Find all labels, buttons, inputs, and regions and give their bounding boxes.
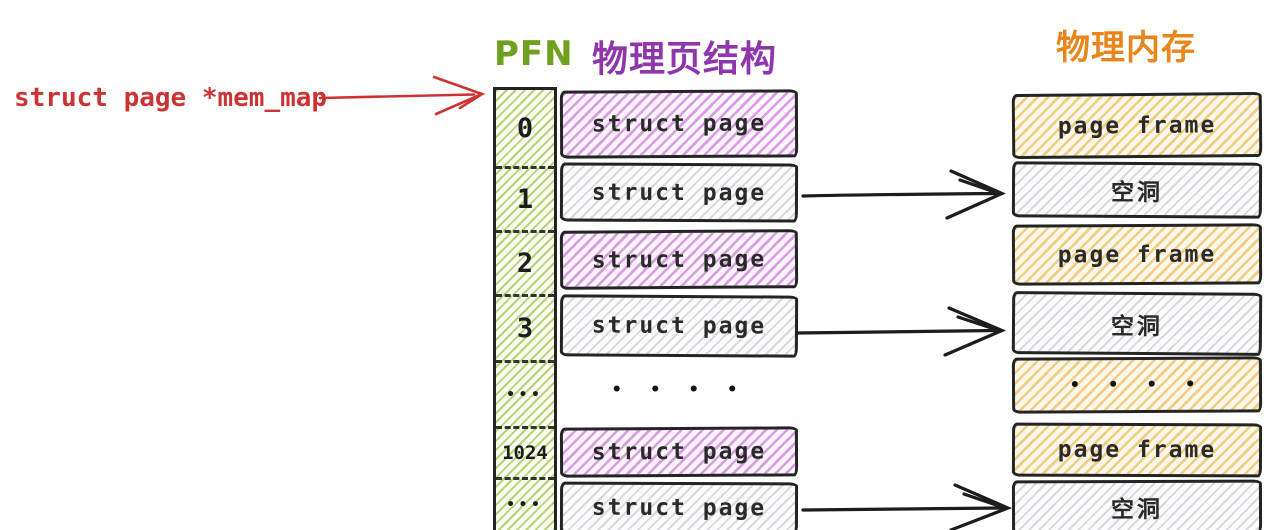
struct-page-row-0: struct page <box>559 89 799 159</box>
page-frame-label: page frame <box>1057 436 1217 464</box>
pfn-value: 1 <box>516 184 534 215</box>
pfn-value: 2 <box>516 248 534 279</box>
pfn-cell-1024: 1024 <box>496 426 554 477</box>
pfn-value: 1024 <box>502 442 548 464</box>
arrow-pagelast-to-hole <box>801 483 1013 530</box>
pfn-cell-ellipsis: ••• <box>496 360 554 426</box>
hole-label: 空洞 <box>1110 313 1164 340</box>
page-frame-label: page frame <box>1057 241 1217 268</box>
phys-mem-row-1: 空洞 <box>1011 161 1263 219</box>
pfn-cell-2: 2 <box>496 230 554 294</box>
ellipsis-dots: • • • • <box>611 380 747 400</box>
arrow-page1-to-hole <box>801 169 1006 220</box>
phys-mem-row-5: page frame <box>1011 422 1263 478</box>
struct-page-row-1024: struct page <box>559 426 799 478</box>
struct-page-label: struct page <box>591 494 767 522</box>
pfn-cell-1: 1 <box>496 166 554 230</box>
pfn-column: 0 1 2 3 ••• 1024 ••• <box>493 87 557 530</box>
phys-mem-row-3: 空洞 <box>1011 291 1263 356</box>
phys-mem-row-0: page frame <box>1011 91 1263 160</box>
phys-mem-header: 物理内存 <box>1056 28 1196 68</box>
struct-page-label: struct page <box>591 245 767 274</box>
pfn-value: ••• <box>506 386 544 403</box>
struct-page-label: struct page <box>591 312 767 340</box>
mem-map-arrow <box>318 75 486 116</box>
struct-page-label: struct page <box>591 110 767 138</box>
pfn-value: 3 <box>516 313 534 344</box>
struct-page-label: struct page <box>591 179 767 206</box>
page-frame-label: page frame <box>1057 111 1217 140</box>
pfn-cell-0: 0 <box>496 90 554 166</box>
struct-page-row-last: struct page <box>559 481 799 530</box>
pfn-value: ••• <box>506 497 544 513</box>
struct-page-row-1: struct page <box>559 162 799 223</box>
mem-map-pointer-label: struct page *mem_map <box>14 83 328 113</box>
pfn-header: PFN <box>494 34 574 74</box>
arrow-page3-to-hole <box>795 306 1007 357</box>
pfn-cell-3: 3 <box>496 294 554 360</box>
hole-label: 空洞 <box>1110 496 1164 524</box>
struct-page-row-3: struct page <box>559 294 799 358</box>
struct-page-row-2: struct page <box>559 229 799 290</box>
phys-mem-row-dots: • • • • <box>1011 356 1263 414</box>
page-struct-header: 物理页结构 <box>592 39 778 80</box>
struct-page-row-dots: • • • • <box>560 360 798 420</box>
ellipsis-dots: • • • • <box>1069 374 1205 396</box>
pfn-value: 0 <box>516 112 534 144</box>
phys-mem-row-2: page frame <box>1011 223 1263 286</box>
pfn-cell-ellipsis-2: ••• <box>496 477 554 530</box>
struct-page-label: struct page <box>591 438 767 466</box>
phys-mem-row-6: 空洞 <box>1011 479 1263 530</box>
hole-label: 空洞 <box>1110 179 1164 207</box>
